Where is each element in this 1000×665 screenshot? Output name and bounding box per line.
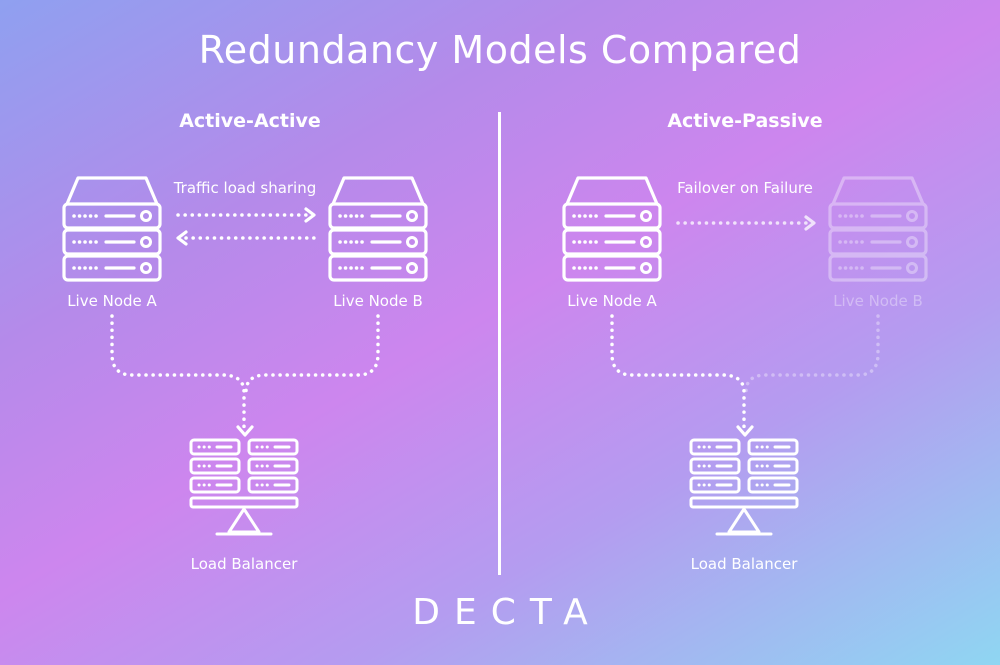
- traffic-arrow-right-icon: [176, 207, 316, 223]
- decta-logo: DECTA: [412, 592, 602, 633]
- right-link-label: Failover on Failure: [677, 179, 813, 197]
- failover-arrow-icon: [676, 215, 816, 231]
- left-balancer-links: [110, 314, 380, 437]
- diagram-title: Redundancy Models Compared: [198, 28, 802, 72]
- right-balancer-label: Load Balancer: [690, 555, 798, 573]
- left-node-b-label: Live Node B: [333, 292, 423, 310]
- active-active-heading: Active-Active: [179, 110, 321, 132]
- right-load-balancer-icon: [689, 438, 799, 536]
- traffic-arrow-left-icon: [176, 230, 318, 246]
- left-balancer-label: Load Balancer: [190, 555, 298, 573]
- section-divider: [498, 112, 501, 575]
- left-link-label: Traffic load sharing: [173, 179, 317, 197]
- right-balancer-link-a: [610, 314, 754, 437]
- right-node-b-label: Live Node B: [833, 292, 923, 310]
- left-load-balancer-icon: [189, 438, 299, 536]
- right-node-a-label: Live Node A: [567, 292, 657, 310]
- right-balancer-link-b: [744, 314, 880, 394]
- active-passive-heading: Active-Passive: [667, 110, 823, 132]
- left-node-a-label: Live Node A: [67, 292, 157, 310]
